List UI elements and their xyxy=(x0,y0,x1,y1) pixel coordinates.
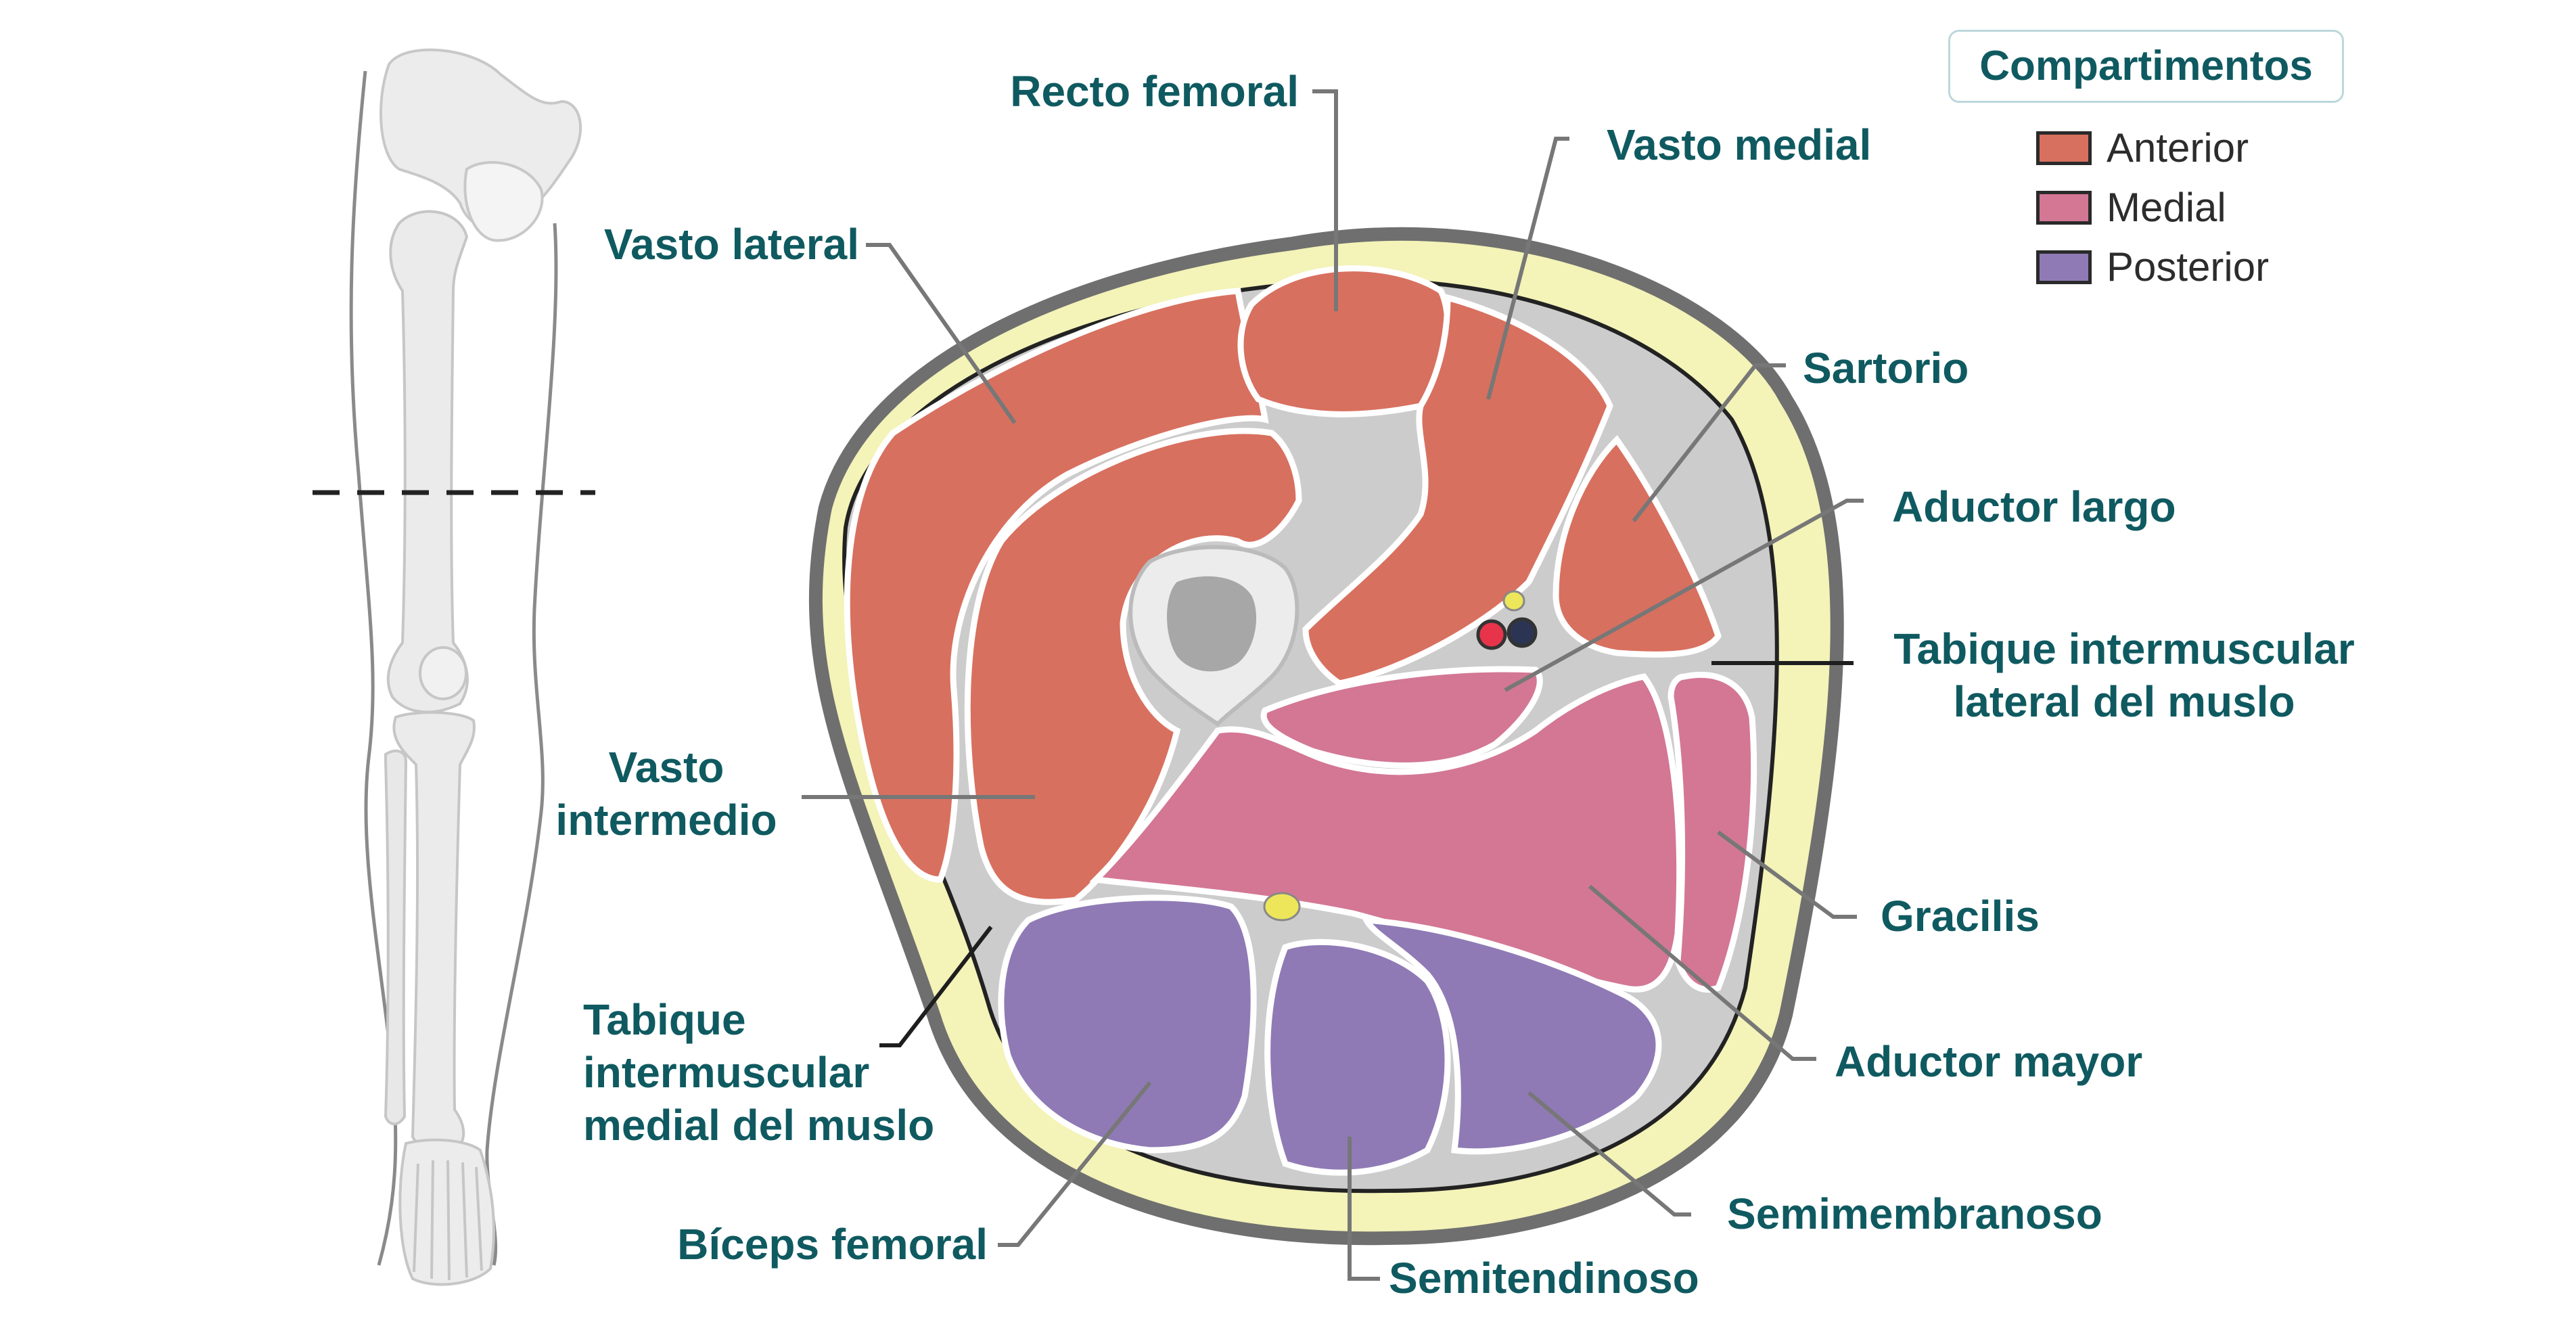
leader-biceps-femoral xyxy=(998,1081,1152,1247)
leg-outline-medial xyxy=(485,223,558,1266)
vasto-lateral-muscle xyxy=(844,288,1269,883)
leader-gracilis xyxy=(1717,830,1857,919)
semimembranoso-muscle xyxy=(1361,916,1662,1155)
label-semimembranoso: Semimembranoso xyxy=(1727,1189,2102,1238)
label-gracilis: Gracilis xyxy=(1881,892,2040,940)
semitendinoso-muscle xyxy=(1264,938,1451,1176)
leader-sartorio xyxy=(1632,363,1786,522)
leader-lines xyxy=(802,89,1864,1281)
gracilis-muscle xyxy=(1668,672,1757,993)
pelvis-ring xyxy=(463,161,544,242)
legend-item-posterior: Posterior xyxy=(2036,246,2269,288)
legend-swatch-medial xyxy=(2036,191,2092,225)
foot-bones xyxy=(398,1138,495,1286)
legend-swatch-posterior xyxy=(2036,250,2092,285)
label-semitendinoso: Semitendinoso xyxy=(1389,1254,1699,1302)
legend-label-medial: Medial xyxy=(2107,185,2226,230)
leader-vasto-medial xyxy=(1486,137,1569,400)
femur-marrow xyxy=(1167,576,1257,672)
label-biceps-femoral: Bíceps femoral xyxy=(677,1220,988,1269)
label-tabique-medial-line1: Tabique xyxy=(583,995,746,1044)
label-tabique-lateral-line2: lateral del muslo xyxy=(1953,677,2295,726)
legend-label-posterior: Posterior xyxy=(2107,244,2270,290)
toe-bones xyxy=(413,1160,483,1281)
patella-bone xyxy=(419,646,467,700)
leader-tabique-medial xyxy=(879,926,993,1047)
label-recto-femoral: Recto femoral xyxy=(1010,67,1299,116)
aductor-largo-muscle xyxy=(1260,666,1543,769)
femoral-artery xyxy=(1476,619,1507,650)
legend-item-medial: Medial xyxy=(2036,187,2226,229)
sciatic-nerve xyxy=(1263,892,1301,922)
label-aductor-largo: Aductor largo xyxy=(1892,482,2176,531)
leader-recto-femoral xyxy=(1312,89,1338,311)
leader-aductor-largo xyxy=(1504,499,1864,692)
label-vasto-intermedio-line1: Vasto xyxy=(608,743,724,792)
leader-semimembranoso xyxy=(1527,1091,1691,1217)
fibula-bone xyxy=(384,749,408,1126)
label-tabique-medial-line3: medial del muslo xyxy=(583,1101,935,1150)
label-vasto-intermedio-line2: intermedio xyxy=(555,796,777,844)
femoral-vein xyxy=(1506,617,1538,648)
femur-bone xyxy=(386,210,469,714)
leg-skeleton-illustration xyxy=(313,48,595,1286)
label-aductor-mayor: Aductor mayor xyxy=(1835,1037,2143,1086)
leader-aductor-mayor xyxy=(1588,884,1816,1061)
label-vasto-lateral: Vasto lateral xyxy=(603,220,859,269)
label-sartorio: Sartorio xyxy=(1803,344,1969,392)
leader-vasto-lateral xyxy=(866,243,1017,424)
label-vasto-medial: Vasto medial xyxy=(1607,120,1872,169)
legend-swatch-anterior xyxy=(2036,131,2092,166)
aductor-mayor-muscle xyxy=(1089,673,1683,993)
legend-label-anterior: Anterior xyxy=(2107,125,2249,171)
label-tabique-medial-line2: intermuscular xyxy=(583,1048,870,1097)
cross-section xyxy=(808,227,1844,1246)
label-tabique-lateral-line1: Tabique intermuscular xyxy=(1893,624,2355,673)
sartorio-muscle xyxy=(1552,435,1722,658)
legend-item-anterior: Anterior xyxy=(2036,127,2249,169)
recto-femoral-muscle xyxy=(1237,265,1451,417)
saphenous-nerve xyxy=(1502,590,1525,612)
tibia-bone xyxy=(392,711,476,1153)
leader-semitendinoso xyxy=(1348,1137,1380,1281)
leader-lines-dark xyxy=(879,661,1854,1047)
biceps-femoral-muscle xyxy=(998,894,1257,1154)
vasto-medial-muscle xyxy=(1302,294,1613,687)
legend-title: Compartimentos xyxy=(1948,30,2344,103)
